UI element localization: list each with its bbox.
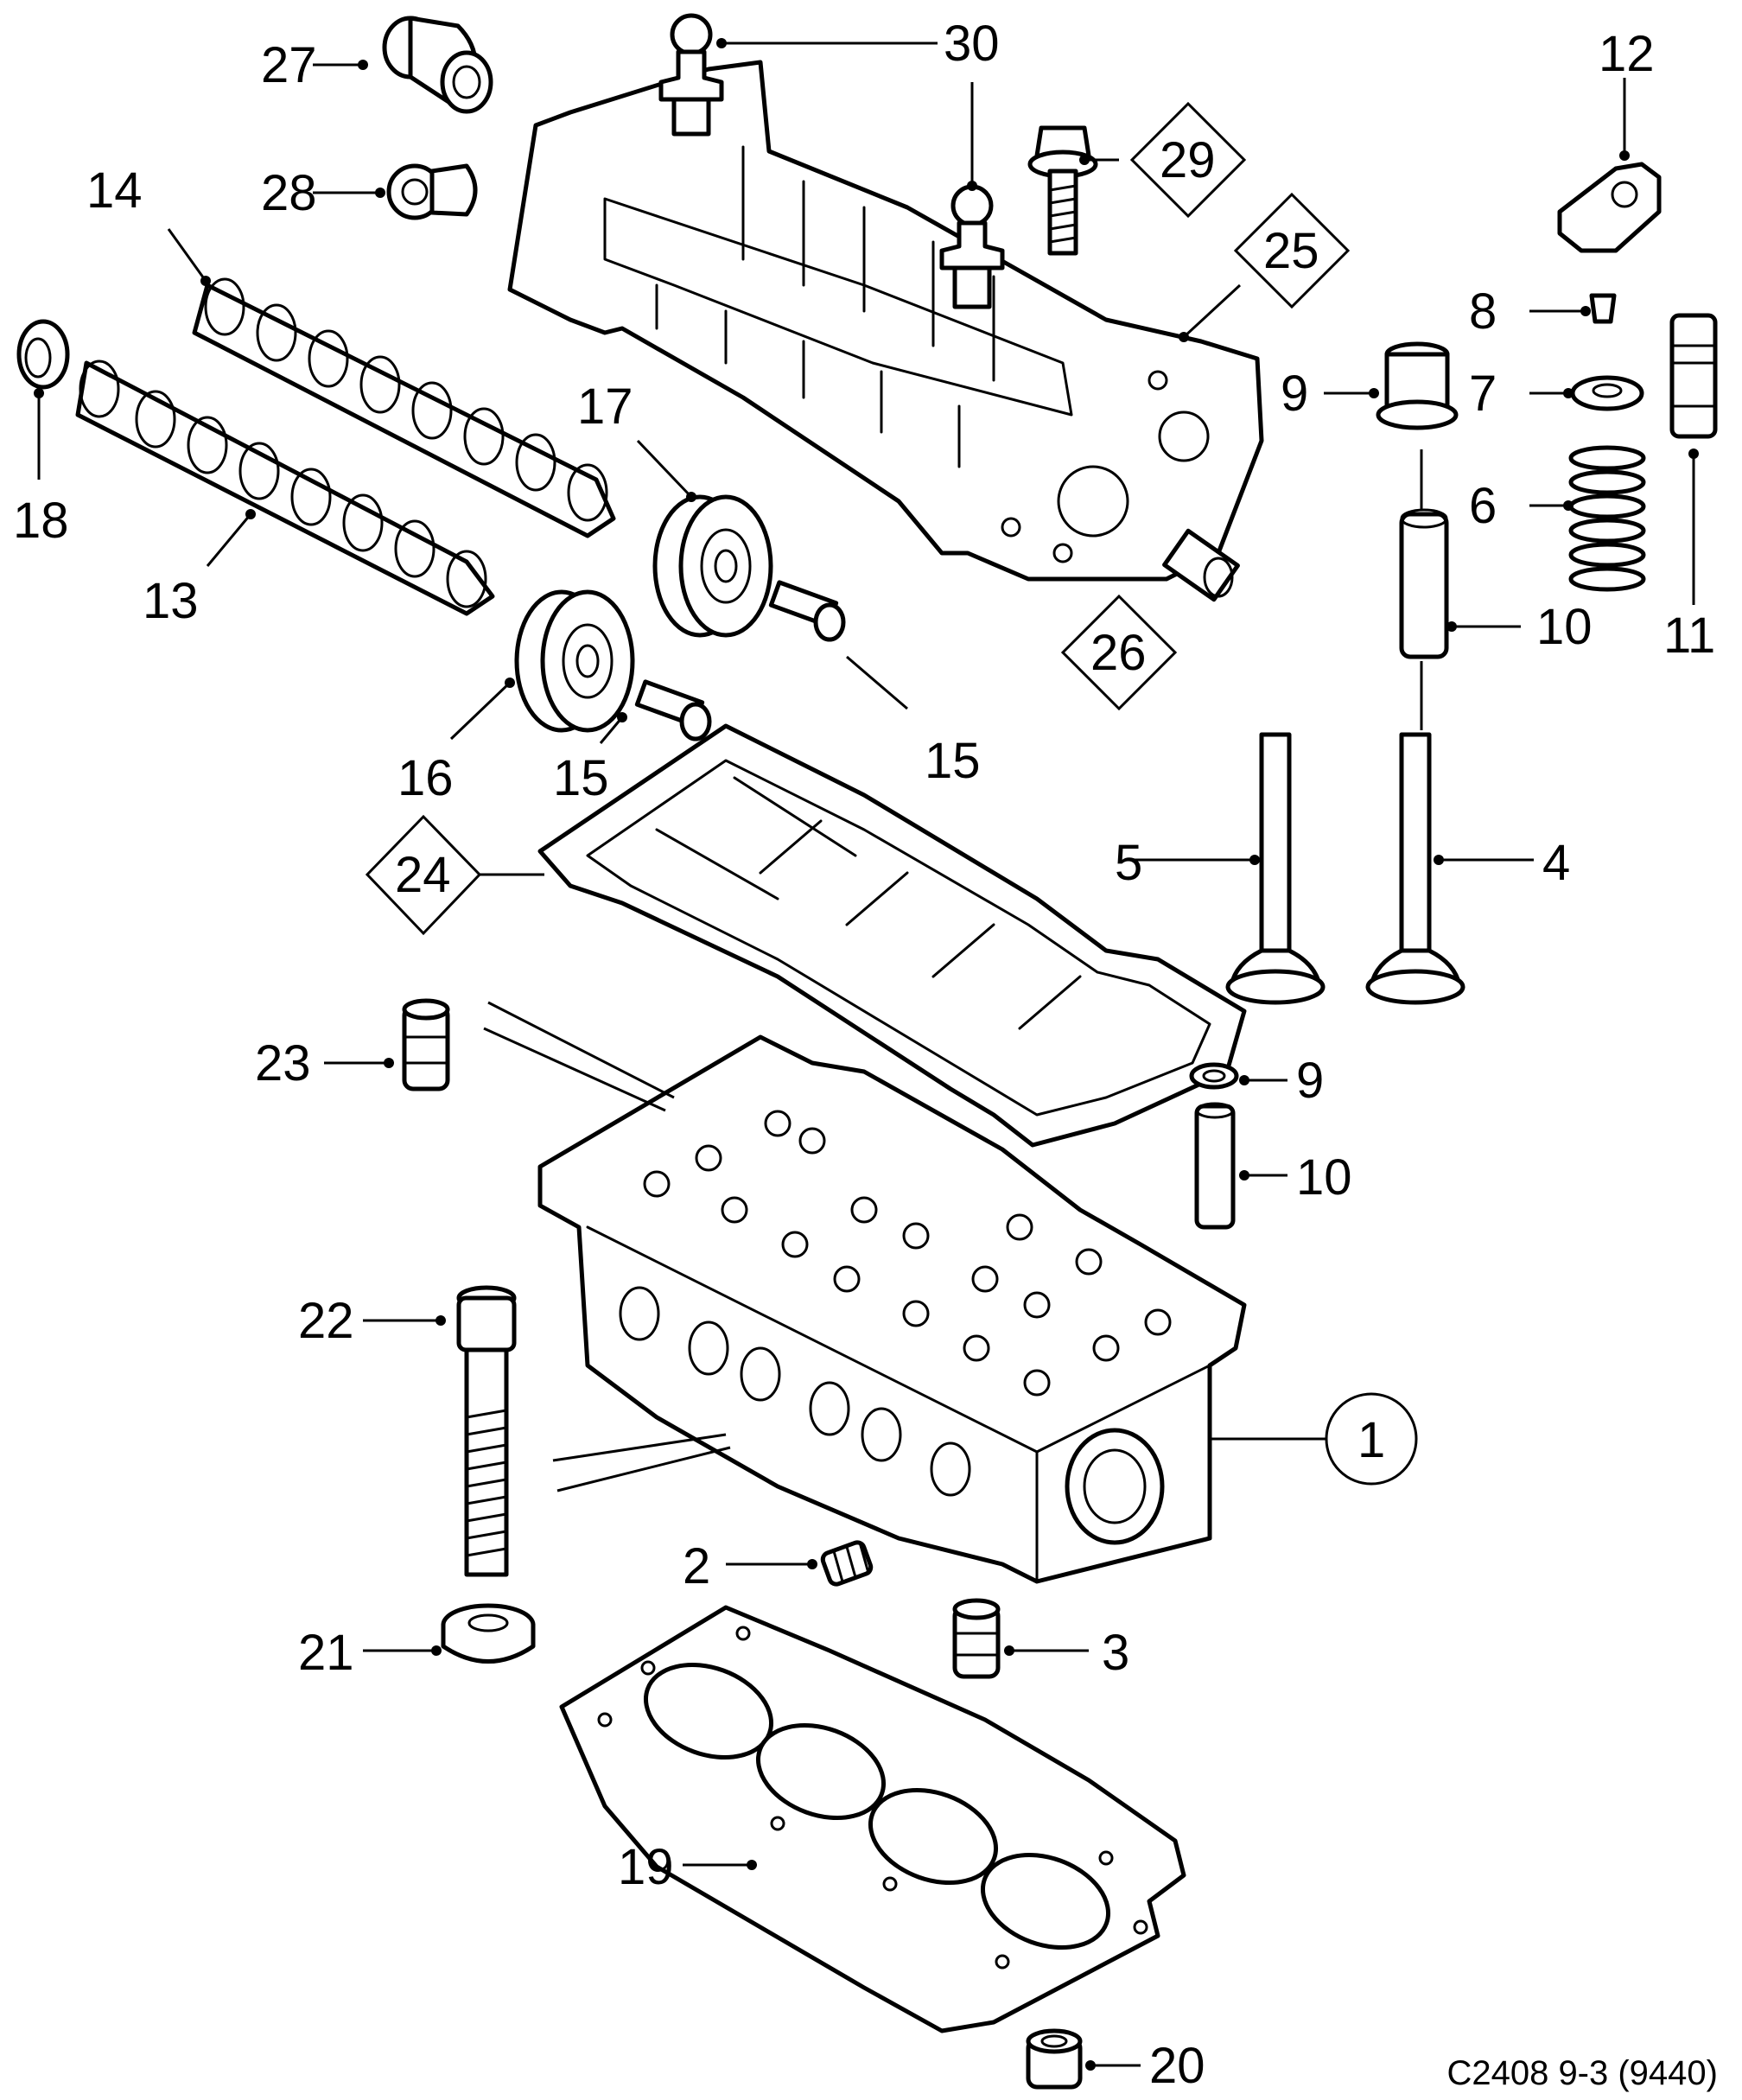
callout-15-left: 15 <box>553 750 609 806</box>
valve-4 <box>1365 732 1465 1005</box>
valve-5 <box>1225 732 1326 1005</box>
circle-callout-1 <box>1325 1392 1418 1486</box>
diamond-callout-26 <box>1060 594 1178 711</box>
callout-18: 18 <box>13 493 69 549</box>
callout-4: 4 <box>1542 835 1570 891</box>
callout-26: 26 <box>1090 625 1147 681</box>
callout-1: 1 <box>1357 1412 1385 1468</box>
valve-guide-10-mid <box>1194 1102 1236 1230</box>
callout-30: 30 <box>944 16 1000 72</box>
dowel-23 <box>402 998 450 1091</box>
plug-2 <box>820 1540 874 1587</box>
callout-24: 24 <box>395 847 451 903</box>
dowel-3 <box>952 1598 1001 1679</box>
callout-10-mid: 10 <box>1296 1149 1352 1206</box>
callout-12: 12 <box>1599 26 1655 82</box>
callout-22: 22 <box>298 1293 354 1349</box>
callout-19: 19 <box>618 1839 674 1895</box>
callout-16: 16 <box>397 750 454 806</box>
camshaft-carrier <box>507 60 1264 582</box>
cylinder-head <box>537 1034 1247 1584</box>
callout-23: 23 <box>255 1035 311 1091</box>
valve-spring-6 <box>1568 445 1646 592</box>
callout-29: 29 <box>1160 132 1216 188</box>
callout-21: 21 <box>298 1625 354 1681</box>
figure-code: C2408 9-3 (9440) <box>1446 2054 1718 2092</box>
spring-retainer-7 <box>1570 375 1644 411</box>
plug-28 <box>386 163 478 220</box>
seal-27 <box>382 16 493 114</box>
valve-stem-seal-9-mid <box>1189 1062 1239 1090</box>
washer-21 <box>441 1603 536 1664</box>
sleeve-26 <box>1162 528 1240 602</box>
diamond-callout-29 <box>1129 101 1247 219</box>
diamond-callout-25 <box>1233 192 1351 309</box>
callout-7: 7 <box>1469 366 1497 422</box>
sprocket-17 <box>652 494 773 638</box>
dowel-20 <box>1026 2028 1083 2090</box>
callout-6: 6 <box>1469 478 1497 534</box>
valve-stem-seal-9-top <box>1376 341 1459 430</box>
leader-lines <box>34 38 1699 2071</box>
callout-27: 27 <box>261 37 317 93</box>
callout-13: 13 <box>143 573 199 629</box>
sprocket-16 <box>514 589 635 733</box>
callout-17: 17 <box>577 379 633 435</box>
sprocket-bolt-15-upper <box>768 580 846 642</box>
bolt-29 <box>1027 125 1098 256</box>
ball-stud-30 <box>658 13 1005 309</box>
callout-14: 14 <box>86 162 143 219</box>
hydraulic-lifter-11 <box>1669 313 1718 439</box>
callout-3: 3 <box>1102 1625 1129 1681</box>
callout-10-top: 10 <box>1536 599 1593 655</box>
camshaft-13 <box>75 360 495 616</box>
callout-9-top: 9 <box>1281 366 1308 422</box>
callout-5: 5 <box>1115 835 1142 891</box>
callout-11: 11 <box>1663 608 1715 664</box>
rocker-arm-12 <box>1557 162 1662 253</box>
head-gasket-19 <box>559 1605 1186 2033</box>
head-bolt-22 <box>456 1285 517 1577</box>
valve-guide-10-top <box>1399 508 1449 659</box>
callout-20: 20 <box>1149 2038 1205 2094</box>
callout-25: 25 <box>1263 223 1319 279</box>
callout-9-mid: 9 <box>1296 1053 1324 1109</box>
callout-28: 28 <box>261 165 317 221</box>
camshaft-14 <box>192 277 616 538</box>
callout-8: 8 <box>1469 283 1497 340</box>
callout-2: 2 <box>683 1538 710 1594</box>
cover-gasket-24 <box>537 723 1247 1148</box>
seal-ring-18 <box>16 319 70 390</box>
valve-keeper-8 <box>1589 293 1617 324</box>
callout-15-right: 15 <box>925 733 981 789</box>
sprocket-bolt-15-lower <box>634 679 712 741</box>
diamond-callout-24 <box>365 814 482 936</box>
